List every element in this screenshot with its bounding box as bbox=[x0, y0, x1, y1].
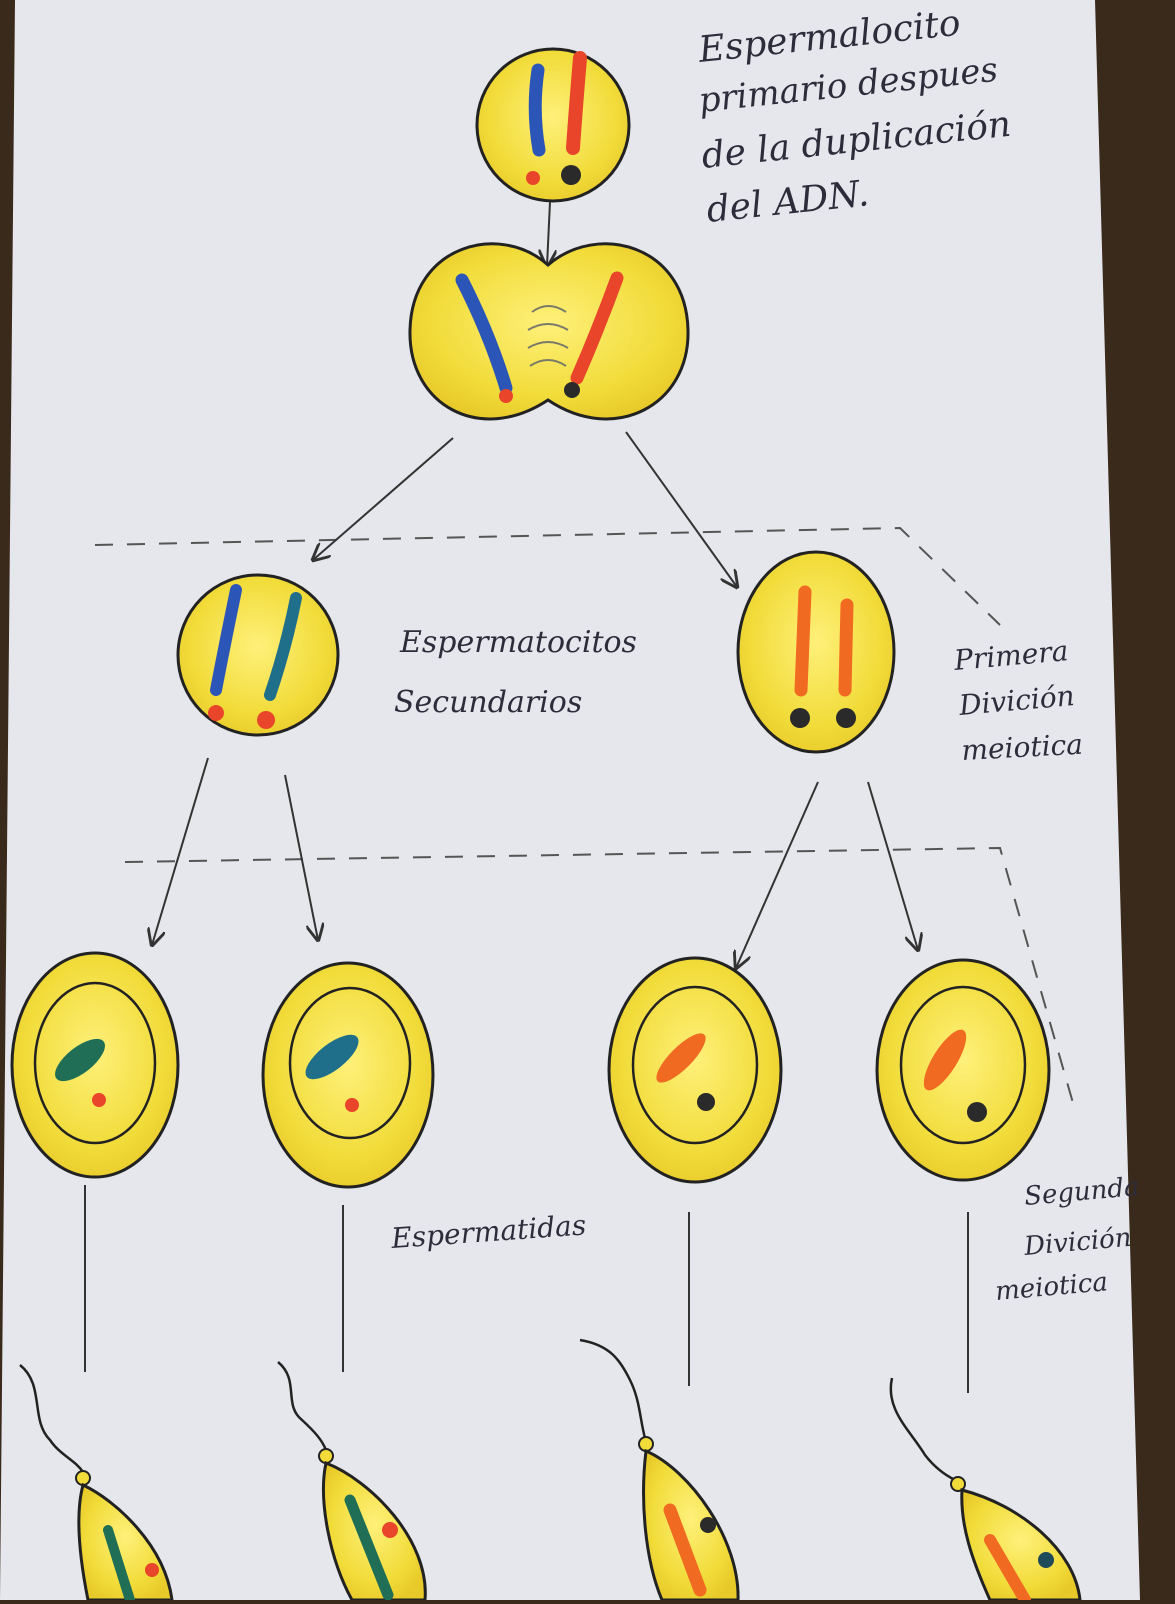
spermatid-3 bbox=[609, 958, 781, 1182]
spermatid-4 bbox=[877, 960, 1049, 1180]
secondary-spermatocyte-left bbox=[178, 575, 338, 735]
secondary-spermatocyte-right bbox=[738, 552, 894, 752]
dividing-cell bbox=[410, 244, 688, 419]
spermatid-1 bbox=[12, 953, 178, 1177]
label-secondary-line-2: Secundarios bbox=[394, 685, 582, 720]
primary-spermatocyte-cell bbox=[477, 49, 629, 201]
label-secondary-line-1: Espermatocitos bbox=[399, 625, 637, 660]
label-first-division-line-3: meiotica bbox=[961, 728, 1084, 767]
spermatid-2 bbox=[263, 963, 433, 1187]
